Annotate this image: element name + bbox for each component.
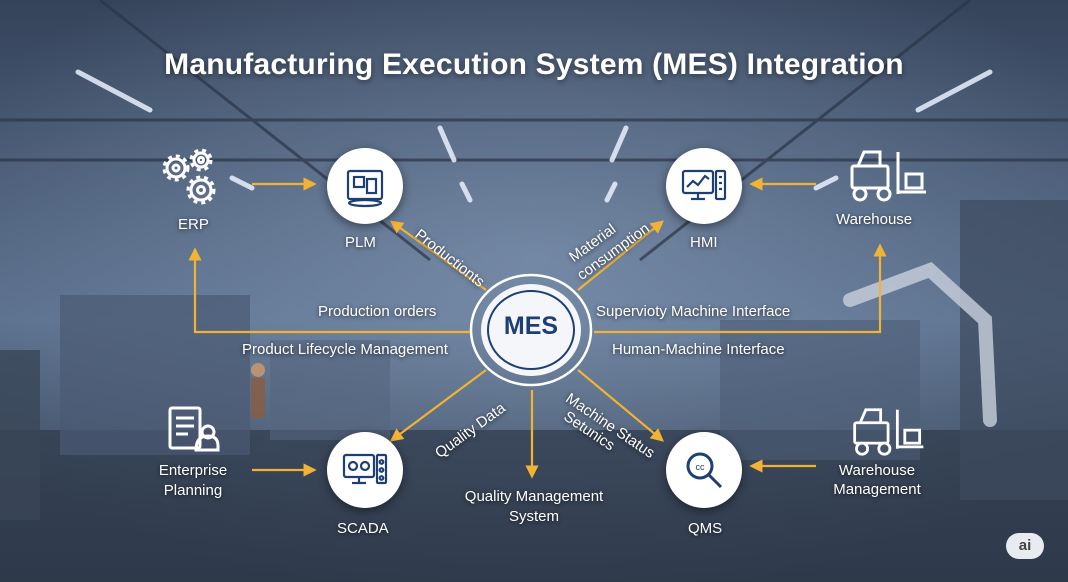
scada-label: SCADA <box>337 520 389 537</box>
svg-text:cc: cc <box>696 462 706 472</box>
flow-label-supervisory: Supervioty Machine Interface <box>596 303 791 320</box>
blueprint-icon <box>346 169 384 208</box>
flow-label-production-orders: Production orders <box>318 303 437 320</box>
qms-label: QMS <box>688 520 723 537</box>
plm-node[interactable] <box>327 148 403 224</box>
scada-node[interactable] <box>327 432 403 508</box>
warehouse-management-label-1: Warehouse <box>838 462 916 479</box>
mes-hub <box>469 273 593 387</box>
mes-label: MES <box>503 312 559 340</box>
monitor-icon <box>342 453 388 485</box>
warehouse-management-label-2: Management <box>833 481 921 498</box>
hmi-label: HMI <box>690 234 718 251</box>
erp-label: ERP <box>178 216 209 233</box>
arrow-mes-plm <box>389 220 487 291</box>
forklift-icon <box>850 150 926 202</box>
planning-board-icon <box>168 406 220 452</box>
qms-node[interactable]: cc <box>666 432 742 508</box>
enterprise-planning-label-2: Planning <box>163 482 223 499</box>
flow-label-human-machine: Human-Machine Interface <box>612 341 785 358</box>
flow-label-qms-full-1: Quality Management <box>464 488 604 505</box>
enterprise-planning-label-1: Enterprise <box>158 462 228 479</box>
flow-label-product-lifecycle: Product Lifecycle Management <box>242 341 448 358</box>
arrow-mes-qms <box>577 369 665 442</box>
gears-icon <box>162 148 216 205</box>
line-erp-loop <box>188 247 470 334</box>
plm-label: PLM <box>345 234 376 251</box>
control-panel-icon <box>681 169 727 201</box>
arrow-mes-hmi <box>577 220 665 291</box>
hmi-node[interactable] <box>666 148 742 224</box>
ai-watermark-badge: ai <box>1006 533 1044 559</box>
magnifier-icon: cc <box>686 452 723 489</box>
warehouse-label: Warehouse <box>836 211 913 228</box>
arrow-mes-scada <box>389 369 487 442</box>
line-warehouse-loop <box>594 243 887 334</box>
page-title: Manufacturing Execution System (MES) Int… <box>164 48 904 81</box>
forklift-icon <box>853 408 924 456</box>
flow-label-qms-full-2: System <box>508 508 559 525</box>
